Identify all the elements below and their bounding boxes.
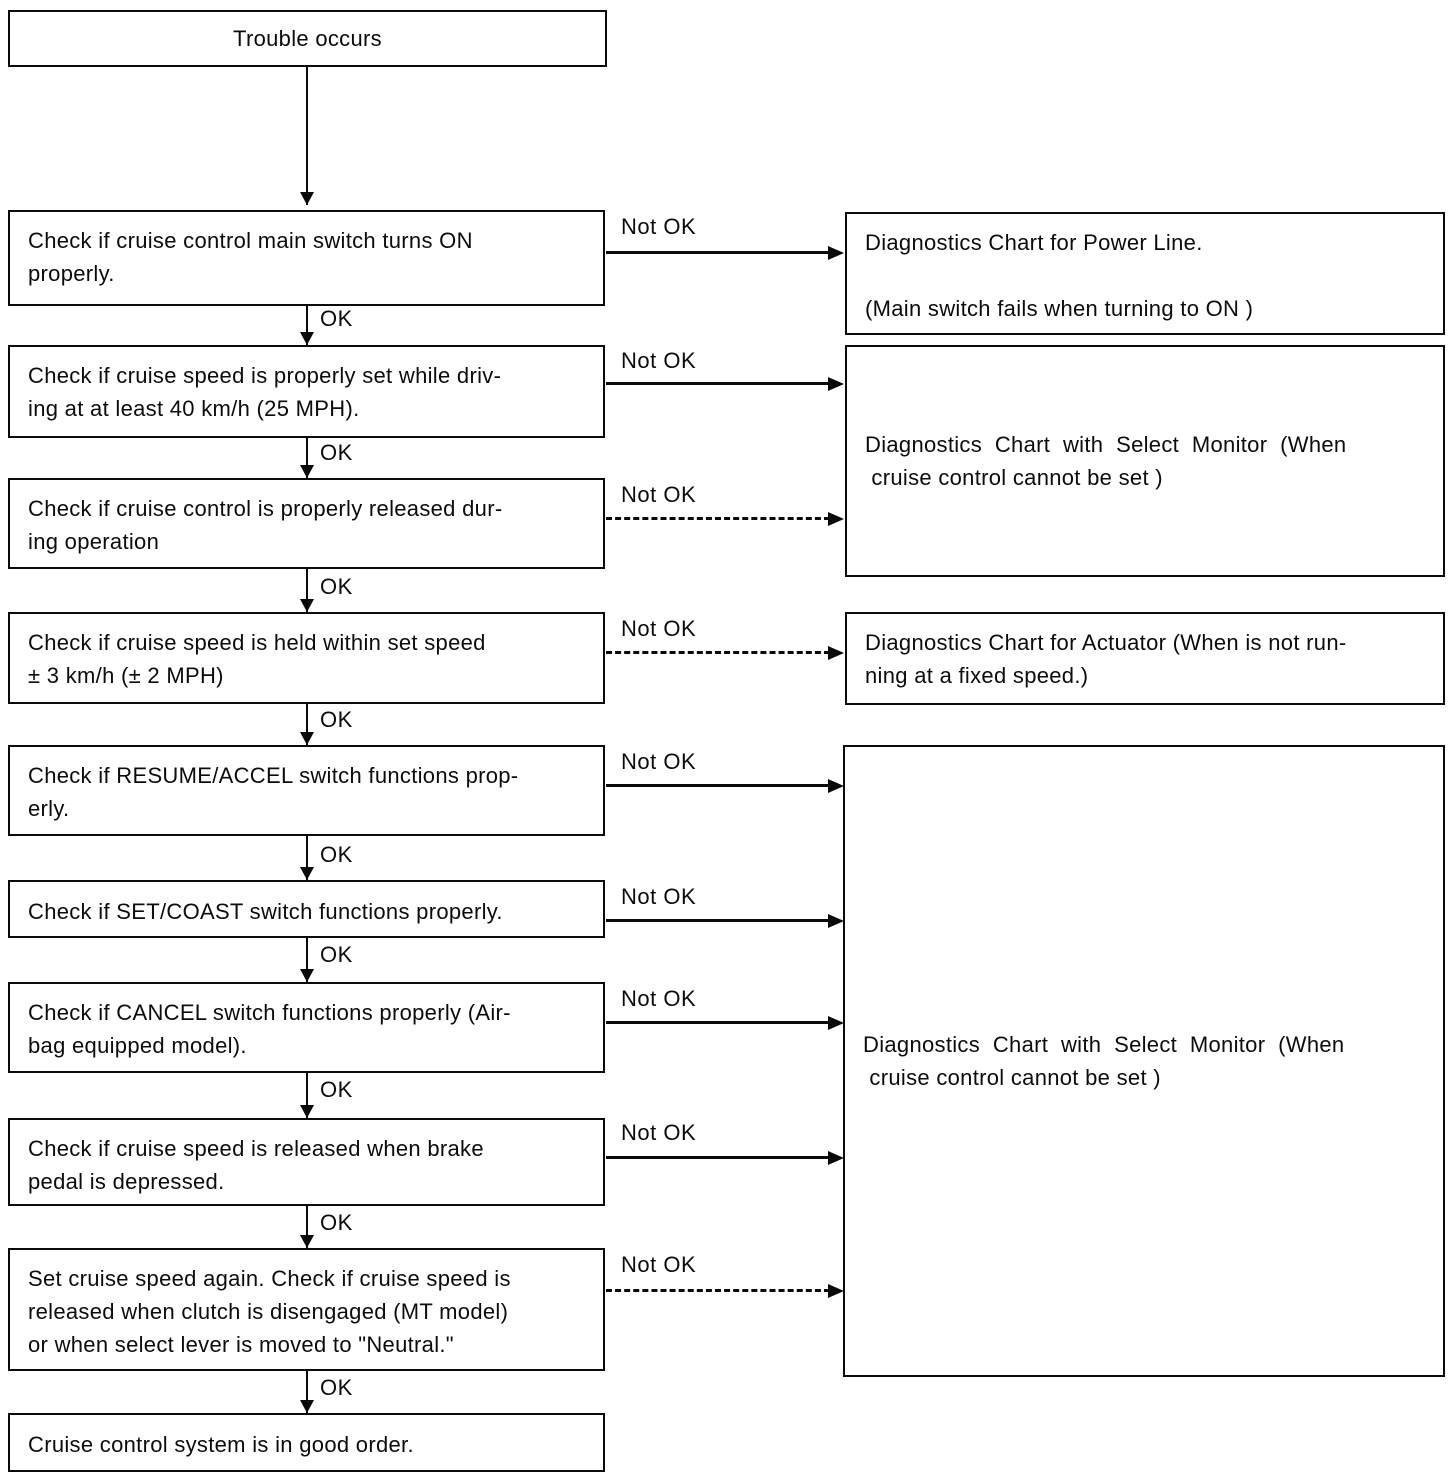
- ok-label: OK: [320, 1375, 353, 1400]
- notok-arrow-set-coast: [606, 919, 830, 922]
- ok-label: OK: [320, 1077, 353, 1102]
- notok-arrow-resume-accel: [606, 784, 830, 787]
- arrowhead-right-icon: [828, 246, 844, 260]
- step-box-clutch-neutral: Set cruise speed again. Check if cruise …: [8, 1248, 605, 1371]
- diag-box-select-monitor-upper: Diagnostics Chart with Select Monitor (W…: [845, 345, 1445, 577]
- start-box-label: Trouble occurs: [233, 26, 382, 51]
- arrowhead-right-icon: [828, 512, 844, 526]
- notok-arrow-actuator: [606, 651, 830, 654]
- arrowhead-down-icon: [300, 732, 314, 745]
- ok-label: OK: [320, 574, 353, 599]
- ok-label: OK: [320, 1210, 353, 1235]
- ok-label: OK: [320, 306, 353, 331]
- arrowhead-right-icon: [828, 377, 844, 391]
- arrowhead-down-icon: [300, 599, 314, 612]
- notok-arrow-brake: [606, 1156, 830, 1159]
- not-ok-label: Not OK: [621, 1120, 697, 1145]
- diag-box-actuator: Diagnostics Chart for Actuator (When is …: [845, 612, 1445, 705]
- arrowhead-down-icon: [300, 1235, 314, 1248]
- diag-box-select-monitor-upper-text: Diagnostics Chart with Select Monitor (W…: [865, 432, 1347, 490]
- step-box-cancel-switch: Check if CANCEL switch functions properl…: [8, 982, 605, 1073]
- connector-start-to-step1: [306, 67, 308, 205]
- arrowhead-down-icon: [300, 465, 314, 478]
- not-ok-label: Not OK: [621, 986, 697, 1011]
- end-box-good-order: Cruise control system is in good order.: [8, 1413, 605, 1472]
- connector-step8-step9: [306, 1206, 308, 1248]
- connector-step5-step6: [306, 836, 308, 880]
- connector-step4-step5: [306, 704, 308, 745]
- arrowhead-down-icon: [300, 969, 314, 982]
- arrowhead-right-icon: [828, 779, 844, 793]
- connector-step1-step2: [306, 306, 308, 345]
- step-box-set-coast: Check if SET/COAST switch functions prop…: [8, 880, 605, 938]
- notok-arrow-release: [606, 517, 830, 520]
- notok-arrow-cancel: [606, 1021, 830, 1024]
- connector-step3-step4: [306, 569, 308, 612]
- step-box-resume-accel: Check if RESUME/ACCEL switch functions p…: [8, 745, 605, 836]
- diag-box-select-monitor-lower: Diagnostics Chart with Select Monitor (W…: [843, 745, 1445, 1377]
- not-ok-label: Not OK: [621, 348, 697, 373]
- arrowhead-right-icon: [828, 914, 844, 928]
- notok-arrow-power-line: [606, 251, 830, 254]
- ok-label: OK: [320, 842, 353, 867]
- arrowhead-right-icon: [828, 1016, 844, 1030]
- ok-label: OK: [320, 942, 353, 967]
- step-box-main-switch: Check if cruise control main switch turn…: [8, 210, 605, 306]
- ok-label: OK: [320, 707, 353, 732]
- connector-step6-step7: [306, 938, 308, 982]
- not-ok-label: Not OK: [621, 884, 697, 909]
- step-box-brake-pedal: Check if cruise speed is released when b…: [8, 1118, 605, 1206]
- connector-step2-step3: [306, 438, 308, 478]
- arrowhead-right-icon: [828, 646, 844, 660]
- arrowhead-down-icon: [300, 192, 314, 205]
- connector-step9-end: [306, 1371, 308, 1413]
- not-ok-label: Not OK: [621, 616, 697, 641]
- not-ok-label: Not OK: [621, 1252, 697, 1277]
- diag-box-power-line: Diagnostics Chart for Power Line. (Main …: [845, 212, 1445, 335]
- notok-arrow-set-speed: [606, 382, 830, 385]
- arrowhead-down-icon: [300, 332, 314, 345]
- not-ok-label: Not OK: [621, 482, 697, 507]
- connector-step7-step8: [306, 1073, 308, 1118]
- not-ok-label: Not OK: [621, 749, 697, 774]
- diag-box-select-monitor-lower-text: Diagnostics Chart with Select Monitor (W…: [863, 1032, 1345, 1090]
- step-box-speed-held: Check if cruise speed is held within set…: [8, 612, 605, 704]
- not-ok-label: Not OK: [621, 214, 697, 239]
- arrowhead-right-icon: [828, 1151, 844, 1165]
- step-box-set-speed: Check if cruise speed is properly set wh…: [8, 345, 605, 438]
- arrowhead-right-icon: [828, 1284, 844, 1298]
- arrowhead-down-icon: [300, 1105, 314, 1118]
- arrowhead-down-icon: [300, 867, 314, 880]
- start-box-trouble-occurs: Trouble occurs: [8, 10, 607, 67]
- ok-label: OK: [320, 440, 353, 465]
- arrowhead-down-icon: [300, 1400, 314, 1413]
- step-box-release-operation: Check if cruise control is properly rele…: [8, 478, 605, 569]
- notok-arrow-clutch: [606, 1289, 830, 1292]
